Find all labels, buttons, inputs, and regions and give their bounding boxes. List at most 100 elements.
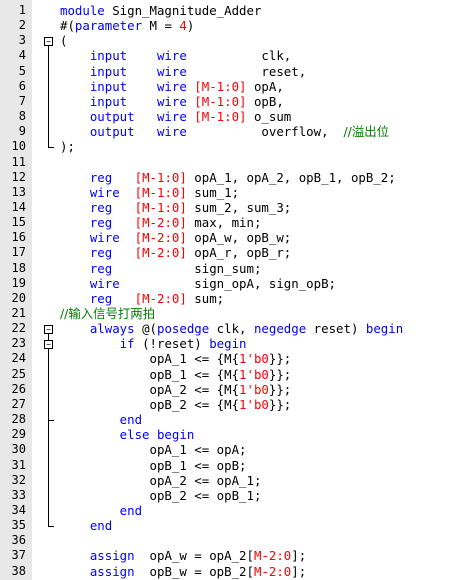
identifier-token: @( (142, 321, 157, 337)
code-line[interactable]: 22 always @(posedge clk, negedge reset) … (0, 321, 466, 336)
line-number: 16 (11, 230, 26, 245)
line-number: 38 (11, 563, 26, 578)
line-number: 3 (18, 33, 26, 48)
identifier-token: ( (60, 33, 68, 49)
code-line[interactable]: 28 end (0, 412, 466, 427)
fold-toggle-icon[interactable]: − (44, 37, 53, 47)
code-line[interactable]: 17 reg [M-2:0] opA_r, opB_r; (0, 245, 466, 260)
code-line[interactable]: 32 opA_2 <= opA_1; (0, 473, 466, 488)
keyword-token: reg (60, 245, 135, 261)
comment-token: //输入信号打两拍 (60, 306, 156, 321)
literal-token: [M-1:0] (134, 199, 187, 215)
identifier-token: Sign_Magnitude_Adder (112, 3, 262, 18)
code-line[interactable]: 35 end (0, 518, 466, 533)
code-line[interactable]: 4 input wire clk, (0, 48, 466, 63)
code-line[interactable]: 13 wire [M-1:0] sum_1; (0, 185, 466, 200)
keyword-token: end (60, 518, 113, 534)
line-number-gutter (0, 0, 32, 580)
literal-token: [M-1:0] (194, 109, 247, 125)
code-text: wire [M-2:0] opA_w, opB_w; (60, 230, 291, 245)
code-text: assign opB_w = opB_2[M-2:0]; (60, 564, 306, 579)
identifier-token: reset, (261, 63, 307, 79)
code-text: output wire [M-1:0] o_sum (60, 109, 291, 124)
identifier-token: sign_sum; (194, 260, 262, 276)
code-text: input wire reset, (60, 64, 306, 79)
line-number: 9 (18, 124, 26, 139)
code-line[interactable]: 30 opA_1 <= opA; (0, 442, 466, 457)
literal-token: [M-1:0] (194, 78, 247, 94)
code-line[interactable]: 24 opA_1 <= {M{1'b0}}; (0, 351, 466, 366)
literal-token: M-2:0 (253, 563, 292, 579)
code-line[interactable]: 37 assign opA_w = opA_2[M-2:0]; (0, 548, 466, 563)
literal-token: 1'b0 (239, 396, 269, 412)
code-line[interactable]: 18 reg sign_sum; (0, 261, 466, 276)
literal-token: 4 (179, 18, 187, 34)
code-line[interactable]: 23 if (!reset) begin (0, 336, 466, 351)
keyword-token: input wire (60, 93, 195, 109)
literal-token: [M-2:0] (134, 290, 187, 306)
identifier-token: opA_1, opA_2, opB_1, opB_2; (186, 169, 396, 185)
line-number: 37 (11, 548, 26, 563)
code-line[interactable]: 9 output wire overflow, //溢出位 (0, 124, 466, 139)
fold-toggle-icon[interactable]: − (44, 340, 53, 350)
keyword-token: begin (365, 321, 404, 337)
code-line[interactable]: 11 (0, 155, 466, 170)
code-line[interactable]: 34 end (0, 503, 466, 518)
code-line[interactable]: 26 opA_2 <= {M{1'b0}}; (0, 382, 466, 397)
code-text: end (60, 412, 142, 427)
code-line[interactable]: 16 wire [M-2:0] opA_w, opB_w; (0, 230, 466, 245)
code-line[interactable]: 38 assign opB_w = opB_2[M-2:0]; (0, 564, 466, 579)
keyword-token: input wire (60, 48, 262, 64)
fold-toggle-icon[interactable]: − (44, 325, 53, 335)
line-number: 24 (11, 351, 26, 366)
code-text: wire [M-1:0] sum_1; (60, 185, 239, 200)
identifier-token: opA_w, opB_w; (186, 230, 292, 246)
code-line[interactable]: 33 opB_2 <= opB_1; (0, 488, 466, 503)
code-line[interactable]: 8 output wire [M-1:0] o_sum (0, 109, 466, 124)
identifier-token: opB_2 <= opB_1; (60, 487, 262, 503)
keyword-token: end (60, 412, 143, 428)
code-text: else begin (60, 427, 195, 442)
code-line[interactable]: 20 reg [M-2:0] sum; (0, 291, 466, 306)
code-line[interactable]: 21//输入信号打两拍 (0, 306, 466, 321)
code-line[interactable]: 25 opB_1 <= {M{1'b0}}; (0, 367, 466, 382)
identifier-token: sum_1; (186, 184, 240, 200)
keyword-token: reg (60, 260, 195, 276)
identifier-token: opA_2 <= opA_1; (60, 472, 262, 488)
code-line[interactable]: 6 input wire [M-1:0] opA, (0, 79, 466, 94)
code-text: module Sign_Magnitude_Adder (60, 3, 261, 18)
code-line[interactable]: 27 opB_2 <= {M{1'b0}}; (0, 397, 466, 412)
literal-token: [M-2:0] (134, 230, 187, 246)
code-line[interactable]: 36 (0, 533, 466, 548)
code-line[interactable]: 10); (0, 139, 466, 154)
literal-token: [M-2:0] (134, 215, 187, 231)
code-text: opB_2 <= {M{1'b0}}; (60, 396, 292, 412)
code-line[interactable]: 7 input wire [M-1:0] opB, (0, 94, 466, 109)
code-line[interactable]: 3( (0, 33, 466, 48)
line-number: 20 (11, 290, 26, 305)
identifier-token: clk, (209, 321, 254, 337)
code-line[interactable]: 14 reg [M-1:0] sum_2, sum_3; (0, 200, 466, 215)
code-text: opA_2 <= {M{1'b0}}; (60, 382, 292, 397)
identifier-token: overflow, (261, 124, 344, 140)
code-line[interactable]: 5 input wire reset, (0, 64, 466, 79)
identifier-token: }}; (268, 396, 292, 412)
code-line[interactable]: 19 wire sign_opA, sign_opB; (0, 276, 466, 291)
code-text: opB_1 <= {M{1'b0}}; (60, 367, 292, 382)
code-line[interactable]: 15 reg [M-2:0] max, min; (0, 215, 466, 230)
code-line[interactable]: 12 reg [M-1:0] opA_1, opA_2, opB_1, opB_… (0, 170, 466, 185)
keyword-token: end (60, 502, 143, 518)
code-line[interactable]: 31 opB_1 <= opB; (0, 458, 466, 473)
keyword-token: output wire (60, 109, 195, 125)
line-number: 22 (11, 321, 26, 336)
line-number: 26 (11, 381, 26, 396)
code-line[interactable]: 29 else begin (0, 427, 466, 442)
identifier-token: opA_w = opA_2[ (149, 548, 254, 564)
code-text: if (!reset) begin (60, 336, 247, 351)
identifier-token: opB, (246, 93, 284, 109)
code-text: end (60, 518, 112, 533)
code-line[interactable]: 2#(parameter M = 4) (0, 18, 466, 33)
keyword-token: input wire (60, 78, 195, 94)
